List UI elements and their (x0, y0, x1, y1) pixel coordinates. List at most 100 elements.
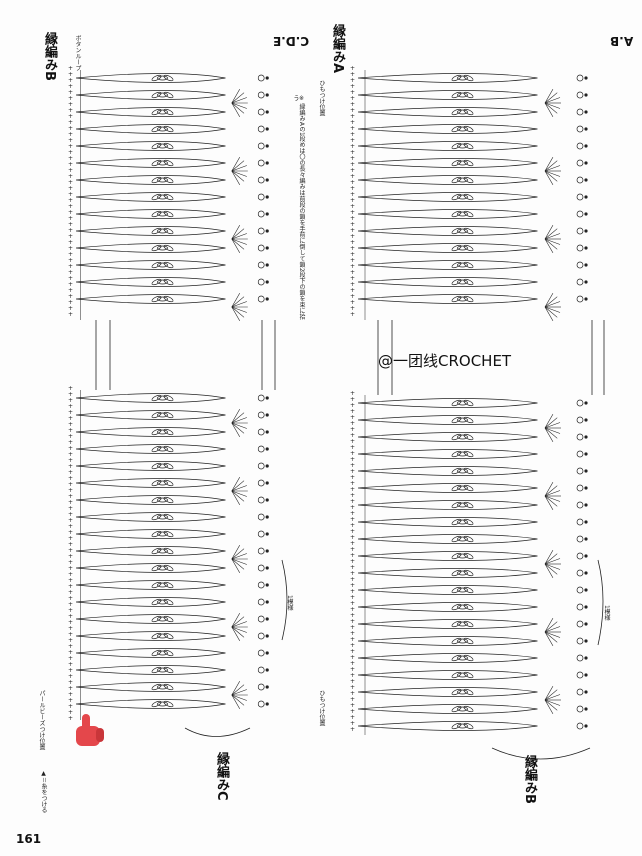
svg-text:+: + (68, 275, 73, 282)
svg-text:+: + (350, 468, 355, 475)
svg-text:+: + (68, 89, 73, 96)
svg-text:+: + (350, 185, 355, 192)
svg-text:+: + (68, 433, 73, 440)
svg-text:+: + (68, 421, 73, 428)
pattern-repeat-left: 1模様 (286, 595, 293, 611)
svg-text:+: + (350, 450, 355, 457)
svg-text:+: + (350, 281, 355, 288)
svg-text:+: + (68, 101, 73, 108)
svg-text:+: + (350, 630, 355, 637)
svg-text:+: + (68, 607, 73, 614)
svg-text:+: + (68, 703, 73, 710)
svg-text:+: + (350, 510, 355, 517)
pattern-repeat-right: 1模様 (603, 605, 610, 621)
svg-text:+: + (350, 161, 355, 168)
svg-text:+: + (350, 227, 355, 234)
svg-text:+: + (350, 600, 355, 607)
svg-text:+: + (68, 409, 73, 416)
svg-text:+: + (350, 432, 355, 439)
svg-text:+: + (350, 438, 355, 445)
main-note: ※ 縁編みAの1段めは〇の長々編みは前段の鎖を手前に倒して鎖2段下の鎖を束に拾う (292, 95, 305, 320)
svg-text:+: + (68, 131, 73, 138)
svg-text:+: + (350, 516, 355, 523)
svg-text:+: + (350, 522, 355, 529)
svg-text:+: + (68, 475, 73, 482)
svg-text:+: + (350, 173, 355, 180)
svg-text:+: + (68, 637, 73, 644)
svg-text:+: + (68, 293, 73, 300)
edging-b-label-top: 縁編みB (42, 32, 57, 81)
svg-text:+: + (350, 149, 355, 156)
svg-text:+: + (68, 269, 73, 276)
svg-text:+: + (68, 691, 73, 698)
svg-text:+: + (68, 487, 73, 494)
svg-text:+: + (350, 426, 355, 433)
svg-text:+: + (68, 541, 73, 548)
svg-text:+: + (350, 636, 355, 643)
svg-text:+: + (68, 167, 73, 174)
edging-c-label: 縁編みC (214, 752, 229, 801)
svg-text:+: + (350, 396, 355, 403)
svg-text:+: + (350, 77, 355, 84)
svg-text:+: + (350, 558, 355, 565)
pointing-hand-icon (76, 714, 104, 746)
svg-text:+: + (350, 420, 355, 427)
svg-text:+: + (68, 469, 73, 476)
svg-text:+: + (68, 263, 73, 270)
svg-text:+: + (350, 552, 355, 559)
svg-text:+: + (350, 167, 355, 174)
svg-text:+: + (68, 179, 73, 186)
svg-text:+: + (68, 281, 73, 288)
svg-text:+: + (350, 311, 355, 318)
svg-text:+: + (68, 463, 73, 470)
svg-text:+: + (68, 251, 73, 258)
svg-text:+: + (350, 179, 355, 186)
svg-text:+: + (68, 673, 73, 680)
svg-text:+: + (68, 631, 73, 638)
svg-text:+: + (68, 601, 73, 608)
svg-text:+: + (350, 191, 355, 198)
svg-text:+: + (68, 535, 73, 542)
svg-text:+: + (350, 137, 355, 144)
svg-text:+: + (350, 462, 355, 469)
svg-text:+: + (350, 299, 355, 306)
svg-text:+: + (350, 197, 355, 204)
svg-text:+: + (350, 612, 355, 619)
svg-text:+: + (350, 576, 355, 583)
svg-text:+: + (350, 251, 355, 258)
edging-a-label: 縁編みA (330, 24, 345, 74)
svg-text:+: + (68, 239, 73, 246)
svg-text:+: + (350, 708, 355, 715)
svg-text:+: + (68, 305, 73, 312)
svg-text:+: + (350, 588, 355, 595)
svg-text:+: + (350, 107, 355, 114)
svg-text:+: + (350, 546, 355, 553)
svg-text:+: + (350, 233, 355, 240)
svg-text:+: + (68, 499, 73, 506)
svg-text:+: + (68, 625, 73, 632)
svg-text:+: + (68, 697, 73, 704)
svg-text:+: + (68, 125, 73, 132)
svg-text:+: + (68, 311, 73, 318)
section-title-cde: C.D.E (273, 34, 310, 48)
svg-text:+: + (350, 275, 355, 282)
svg-text:+: + (350, 119, 355, 126)
svg-text:+: + (350, 203, 355, 210)
svg-text:+: + (68, 71, 73, 78)
svg-text:+: + (68, 457, 73, 464)
svg-text:+: + (68, 715, 73, 722)
svg-text:+: + (350, 528, 355, 535)
svg-text:+: + (350, 287, 355, 294)
svg-text:+: + (350, 293, 355, 300)
svg-text:+: + (350, 540, 355, 547)
svg-text:+: + (350, 95, 355, 102)
svg-text:+: + (350, 263, 355, 270)
svg-text:+: + (68, 427, 73, 434)
page-number: 161 (16, 832, 42, 846)
section-title-ab: A.B (610, 34, 634, 48)
thread-join-note: ▲＝糸をつける (40, 770, 47, 814)
svg-text:+: + (68, 517, 73, 524)
svg-text:+: + (350, 678, 355, 685)
svg-text:+: + (68, 155, 73, 162)
